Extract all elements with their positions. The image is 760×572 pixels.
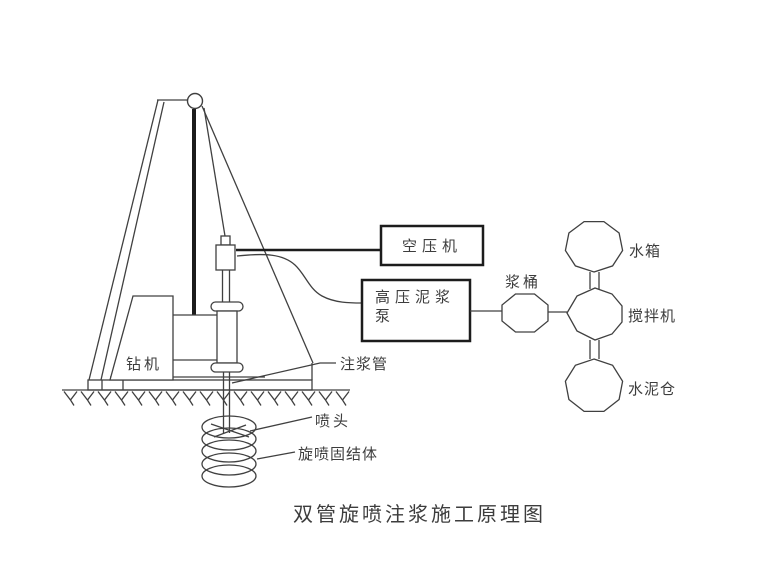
hoist-cable: [203, 107, 226, 237]
nozzle-label: 喷头: [315, 413, 351, 430]
derrick-right-leg: [201, 105, 314, 364]
grout-pipe-label: 注浆管: [340, 355, 388, 373]
mixer-label: 搅拌机: [628, 308, 676, 325]
drill-machine-body: [109, 295, 217, 381]
cement-silo-shape: [564, 358, 624, 413]
diagram-title: 双管旋喷注浆施工原理图: [293, 503, 546, 526]
consolidated-body-leader: [256, 451, 296, 460]
consolidated-body-label: 旋喷固结体: [298, 446, 378, 463]
derrick-tripod: [88, 92, 314, 381]
grout-pipe-leader: [231, 362, 336, 384]
air-compressor-box: [379, 224, 485, 267]
mud-pump-label-line1: 高压泥浆: [375, 288, 455, 306]
drill-rig-label: 钻机: [126, 356, 162, 373]
lower-collar: [210, 362, 244, 373]
mixer-shape: [566, 287, 623, 341]
swivel-cap: [220, 235, 231, 246]
tank-mixer-connector: [589, 272, 600, 289]
air-compressor-label: 空压机: [402, 238, 462, 255]
slurry-bucket-label: 浆桶: [505, 273, 541, 291]
nozzle-jet-line-2: [213, 424, 247, 438]
mud-hose: [236, 253, 363, 304]
water-tank-label: 水箱: [629, 243, 661, 260]
upper-collar: [210, 301, 244, 312]
slurry-bucket-shape: [501, 293, 549, 333]
mud-pump-label-line2: 泵: [375, 309, 395, 325]
cement-silo-label: 水泥仓: [628, 381, 676, 398]
crown-pulley: [186, 92, 204, 110]
derrick-left-leg-outer: [88, 99, 159, 381]
drill-string: [210, 235, 244, 433]
mixer-silo-connector: [589, 340, 600, 359]
jet-grouted-column: [201, 415, 257, 488]
ground-surface: [62, 389, 350, 406]
water-tank-shape: [564, 220, 624, 273]
nozzle-leader: [249, 416, 313, 432]
derrick-left-leg-inner: [100, 101, 165, 381]
leader-lines: [231, 362, 336, 460]
drill-machine-housing: [109, 295, 174, 381]
swivel: [215, 244, 236, 271]
ground-hatch-marks: [63, 391, 350, 406]
supply-lines: [236, 248, 381, 304]
drill-cylinder: [216, 310, 238, 364]
